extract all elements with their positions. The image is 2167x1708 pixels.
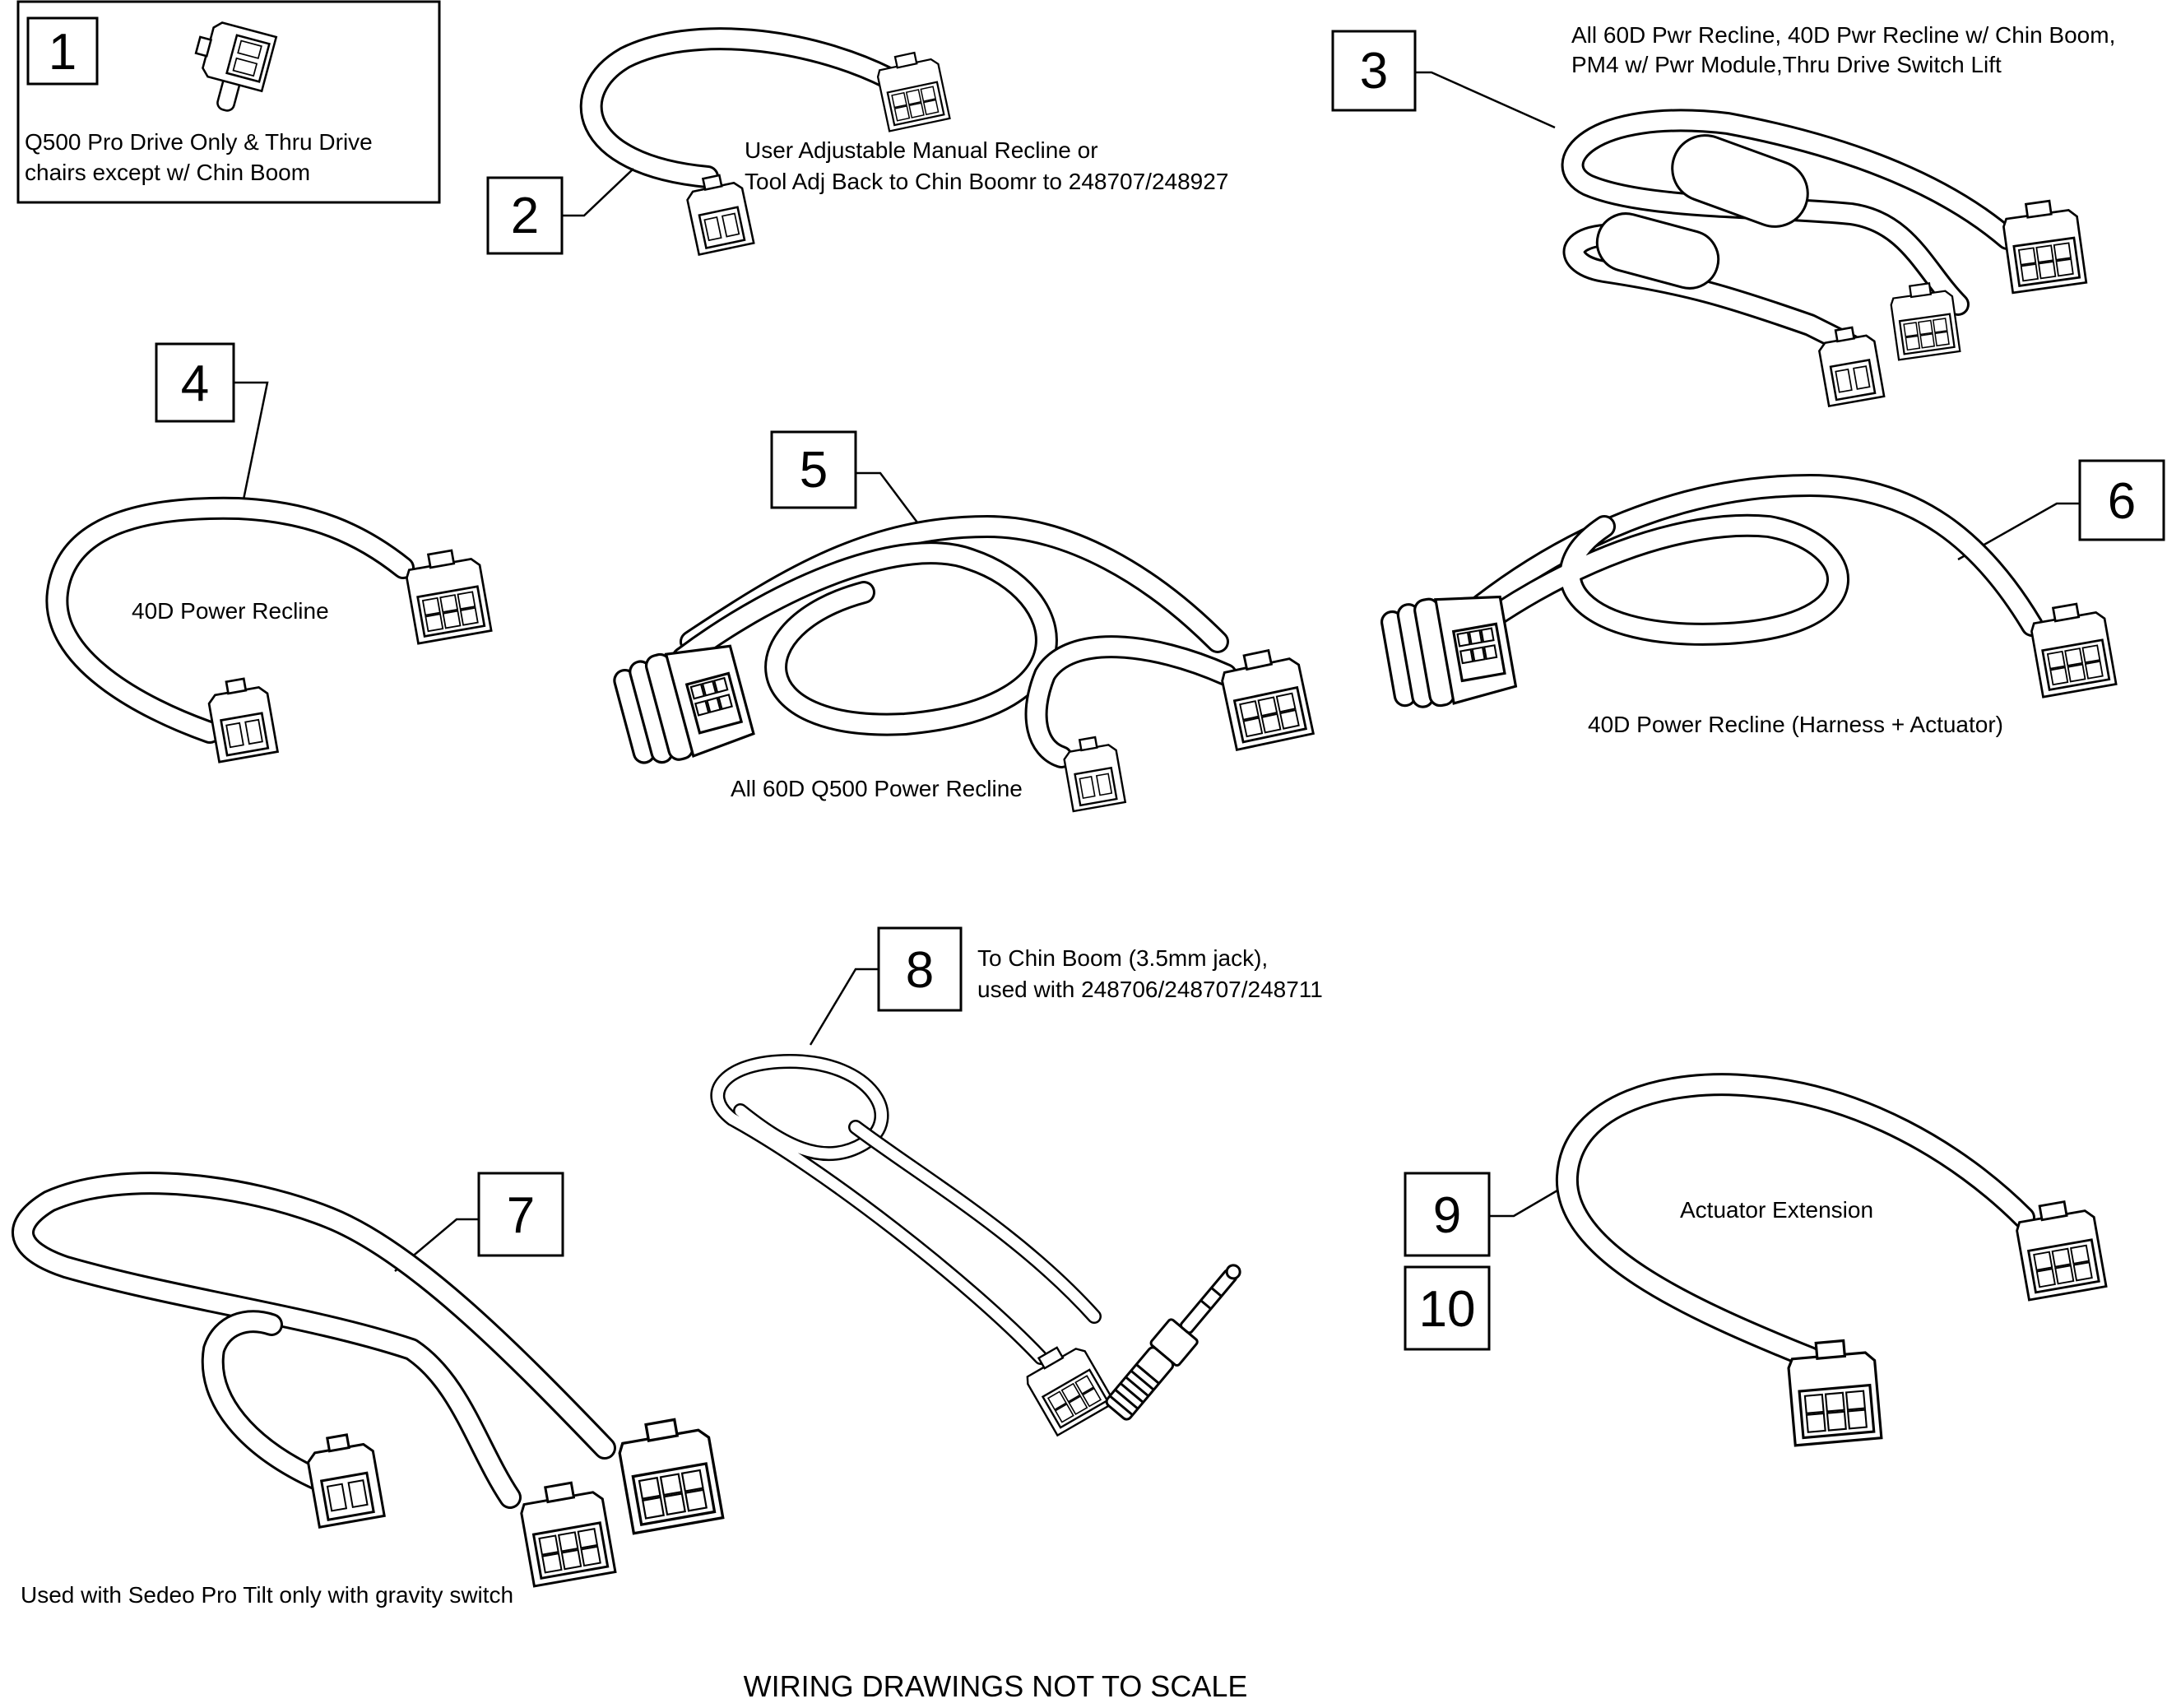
item-8-leader — [809, 968, 879, 1046]
item-5-connector-2pin — [1060, 732, 1126, 813]
item-5-group: 5 All 60D Q500 Power Recline — [609, 430, 1315, 813]
item-1-group: 1 Q500 Pro Drive Only & Thru Drive chair… — [16, 0, 441, 204]
footer-note: WIRING DRAWINGS NOT TO SCALE — [744, 1669, 1248, 1703]
item-3-label-line2: PM4 w/ Pwr Module,Thru Drive Switch Lift — [1571, 52, 2002, 77]
callout-1: 1 — [49, 24, 77, 81]
callout-9: 9 — [1433, 1187, 1461, 1244]
item-6-cable — [1436, 474, 2044, 661]
item-6-label: 40D Power Recline (Harness + Actuator) — [1588, 712, 2003, 737]
item-6-leader — [1957, 502, 2080, 561]
item-1-label-line2: chairs except w/ Chin Boom — [25, 160, 310, 185]
item-5-leader — [856, 471, 918, 523]
item-5-connector-6pin — [1217, 643, 1315, 751]
item-8-label-line1: To Chin Boom (3.5mm jack), — [977, 945, 1268, 971]
callout-2-box — [486, 176, 564, 255]
item-6-sealed-connector — [1377, 585, 1519, 715]
ferrite-core-2 — [1595, 212, 1720, 290]
item-4-leader — [234, 381, 269, 504]
item-8-cable — [710, 1053, 1102, 1365]
item-7-connector-6pin-large — [614, 1413, 725, 1535]
item-2-connector-6pin — [873, 47, 951, 132]
connector-2pin-icon — [189, 16, 278, 112]
item-3-leader — [1415, 71, 1556, 129]
callout-7: 7 — [507, 1187, 535, 1244]
callout-5-box — [770, 430, 857, 509]
item-6-connector-6pin — [2027, 598, 2118, 699]
item-5-label: All 60D Q500 Power Recline — [731, 776, 1023, 801]
item-4-cable — [45, 496, 415, 744]
item-8-label-line2: used with 248706/248707/248711 — [977, 977, 1323, 1002]
item-3-label-line1: All 60D Pwr Recline, 40D Pwr Recline w/ … — [1571, 22, 2115, 48]
callout-2: 2 — [511, 188, 539, 244]
item-2-label-line2: Tool Adj Back to Chin Boomr to 248707/24… — [745, 169, 1228, 194]
item-5-cable — [671, 515, 1237, 768]
audio-jack-icon — [1105, 1264, 1241, 1421]
item-7-leader — [394, 1218, 479, 1272]
item-2-leader — [562, 168, 634, 217]
callout-3: 3 — [1360, 43, 1388, 100]
item-7-connector-2pin — [303, 1429, 386, 1529]
item-7-group: 7 Used with Sedeo Pro Tilt only with gra… — [12, 1172, 725, 1608]
item-7-cable — [12, 1172, 616, 1509]
callout-4: 4 — [181, 355, 209, 412]
item-3-group: 3 All 60D Pwr Recline, 40D Pwr Recline w… — [1331, 22, 2115, 407]
callout-6-box — [2078, 459, 2165, 541]
callout-4-box — [155, 342, 235, 423]
callout-3-box — [1331, 30, 1417, 112]
item-2-cable — [579, 27, 900, 188]
callout-10: 10 — [1419, 1281, 1476, 1338]
item-1-label-line1: Q500 Pro Drive Only & Thru Drive — [25, 129, 373, 155]
callout-10-box — [1404, 1265, 1491, 1351]
item-3-connector-a — [1999, 196, 2088, 295]
callout-6: 6 — [2108, 473, 2136, 530]
callout-5: 5 — [800, 442, 828, 499]
callout-1-box — [26, 16, 99, 86]
item-8-group: 8 To Chin Boom (3.5mm jack), used with 2… — [710, 926, 1323, 1436]
item-3-cable — [1561, 109, 2019, 357]
item-9-label: Actuator Extension — [1680, 1197, 1873, 1223]
item-4-label: 40D Power Recline — [132, 598, 329, 624]
item-5-sealed-connector — [609, 634, 757, 773]
item-6-group: 6 40D Power Recline (Harness + Actuator) — [1377, 459, 2165, 737]
item-4-connector-2pin — [204, 674, 279, 763]
item-2-group: 2 User Adjustable Manual Recline or Tool… — [486, 27, 1228, 256]
item-9-cable — [1555, 1073, 2035, 1369]
ferrite-core-1 — [1671, 134, 1809, 228]
item-2-label-line1: User Adjustable Manual Recline or — [745, 137, 1098, 163]
item-9-leader — [1489, 1183, 1568, 1218]
item-7-label: Used with Sedeo Pro Tilt only with gravi… — [21, 1582, 513, 1608]
item-4-connector-6pin — [402, 545, 493, 645]
callout-8: 8 — [906, 942, 934, 999]
item-7-connector-6pin — [516, 1476, 617, 1588]
item-4-group: 4 40D Power Recline — [45, 342, 493, 763]
callout-7-box — [477, 1172, 564, 1257]
callout-9-box — [1404, 1172, 1491, 1257]
item-9-group: 9 10 Actuator Extension — [1404, 1073, 2108, 1447]
